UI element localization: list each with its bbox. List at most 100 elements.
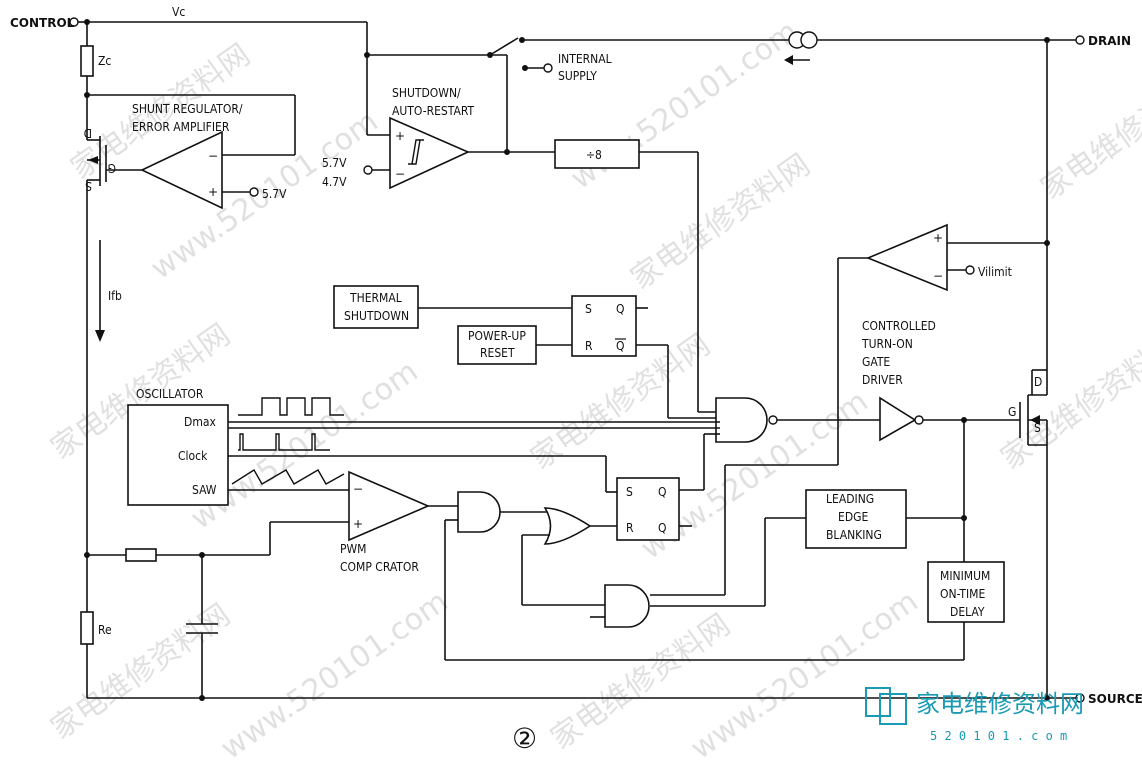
vilimit-label: Vilimit	[978, 265, 1012, 279]
shunt-mosfet-source-label: S	[85, 179, 92, 193]
re-label: Re	[98, 623, 112, 637]
drain-terminal	[1075, 35, 1085, 45]
clock-label: Clock	[178, 449, 208, 463]
leb-label: LEADING	[826, 492, 874, 506]
shutdown-label: SHUTDOWN/	[392, 86, 461, 100]
oscillator-label: OSCILLATOR	[136, 387, 204, 401]
divide-by-8-block	[554, 139, 640, 169]
latch-r: R	[585, 339, 593, 353]
threshold-4v7: 4.7V	[322, 175, 347, 189]
sr-latch-2	[616, 477, 680, 541]
oscillator-block	[127, 404, 229, 506]
filter-resistor	[125, 548, 157, 562]
ref-5v7-label: 5.7V	[262, 187, 287, 201]
leb-label: EDGE	[838, 510, 869, 524]
internal-supply-terminal	[543, 63, 553, 73]
watermark-cn: 家电维修资料网	[1035, 57, 1142, 206]
junction-dot	[199, 695, 205, 701]
logo-monitor-icon	[879, 693, 907, 725]
thermal-shutdown-block	[333, 285, 419, 329]
minimum-on-time-delay-block	[927, 561, 1005, 623]
leading-edge-blanking-block	[805, 489, 907, 549]
internal-supply-label: INTERNAL	[558, 52, 612, 66]
ifb-label: Ifb	[108, 289, 122, 303]
watermark-cn: 家电维修资料网	[45, 597, 237, 746]
vc-label: Vc	[172, 5, 185, 19]
ref-terminal	[249, 187, 259, 197]
dmax-label: Dmax	[184, 415, 216, 429]
shutdown-minus: −	[395, 167, 405, 181]
source-pin-label: SOURCE	[1088, 692, 1142, 706]
control-pin-label: CONTROL	[10, 16, 75, 30]
vilimit-terminal	[965, 265, 975, 275]
re-resistor	[80, 611, 94, 645]
error-amplifier	[140, 130, 223, 210]
watermark-cn: 家电维修资料网	[995, 327, 1142, 476]
pwm-label: PWM	[340, 542, 367, 556]
latch2-s: S	[626, 485, 633, 499]
arrow-down-icon	[95, 330, 105, 342]
and-gate-2	[604, 584, 650, 628]
latch-q: Q	[616, 302, 625, 316]
latch-qbar: Q	[616, 339, 625, 353]
junction-dot	[961, 515, 967, 521]
zc-impedance	[80, 45, 94, 77]
sr-latch-1	[571, 295, 637, 357]
leb-label: BLANKING	[826, 528, 882, 542]
nand-bubble	[768, 415, 778, 425]
gate-driver-label: GATE	[862, 355, 890, 369]
gate-driver-label: DRIVER	[862, 373, 903, 387]
min-delay-label: ON-TIME	[940, 587, 985, 601]
pwm-comparator	[348, 470, 431, 542]
shutdown-label: AUTO-RESTART	[392, 104, 474, 118]
dmax-waveform	[238, 397, 344, 416]
gate-driver-label: TURN-ON	[861, 337, 913, 351]
figure-number: ②	[512, 722, 537, 755]
zc-label: Zc	[98, 54, 111, 68]
gate-driver-buffer	[879, 396, 917, 442]
site-logo: 家电维修资料网 5 2 0 1 0 1 . c o m	[865, 687, 1084, 743]
arrow-left-icon	[784, 55, 793, 65]
pwm-plus: +	[353, 517, 363, 531]
thermal-label: THERMAL	[349, 291, 402, 305]
latch2-r: R	[626, 521, 634, 535]
or-gate	[543, 507, 592, 545]
divide-by-8-label: ÷8	[586, 148, 602, 162]
watermark-cn: 家电维修资料网	[625, 147, 817, 296]
watermark-url: www.520101.com	[685, 584, 925, 761]
drain-pin-label: DRAIN	[1088, 34, 1131, 48]
threshold-terminal	[363, 165, 373, 175]
pwm-minus: −	[353, 482, 363, 496]
switch-blade	[489, 37, 519, 56]
logo-text: 家电维修资料网	[916, 690, 1084, 718]
gate-driver-label: CONTROLLED	[862, 319, 936, 333]
latch-s: S	[585, 302, 592, 316]
powerup-label: RESET	[480, 346, 515, 360]
shutdown-comparator	[389, 116, 470, 190]
logo-monitor-icon	[865, 687, 891, 717]
ilim-minus: −	[933, 269, 943, 283]
logo-url: 5 2 0 1 0 1 . c o m	[930, 729, 1067, 743]
erramp-plus: +	[208, 185, 218, 199]
source-terminal	[1075, 693, 1085, 703]
clock-waveform	[238, 433, 330, 451]
powerup-label: POWER-UP	[468, 329, 526, 343]
shunt-mosfet-drain-label: D	[84, 126, 92, 140]
latch2-q: Q	[658, 485, 667, 499]
shunt-mosfet-gate-label: G	[108, 161, 116, 175]
saw-label: SAW	[192, 483, 217, 497]
mosfet-g-label: G	[1008, 405, 1016, 419]
thermal-label: SHUTDOWN	[344, 309, 409, 323]
current-limit-comparator	[865, 223, 948, 292]
ilim-plus: +	[933, 231, 943, 245]
power-up-reset-block	[457, 325, 537, 365]
hysteresis-icon	[412, 139, 424, 165]
mosfet-s-label: S	[1034, 421, 1041, 435]
hysteresis-icon	[408, 139, 420, 165]
erramp-minus: −	[208, 149, 218, 163]
nand-gate	[715, 397, 768, 443]
saw-waveform	[231, 469, 345, 485]
latch2-qbar: Q	[658, 521, 667, 535]
and-gate-1	[457, 491, 501, 533]
